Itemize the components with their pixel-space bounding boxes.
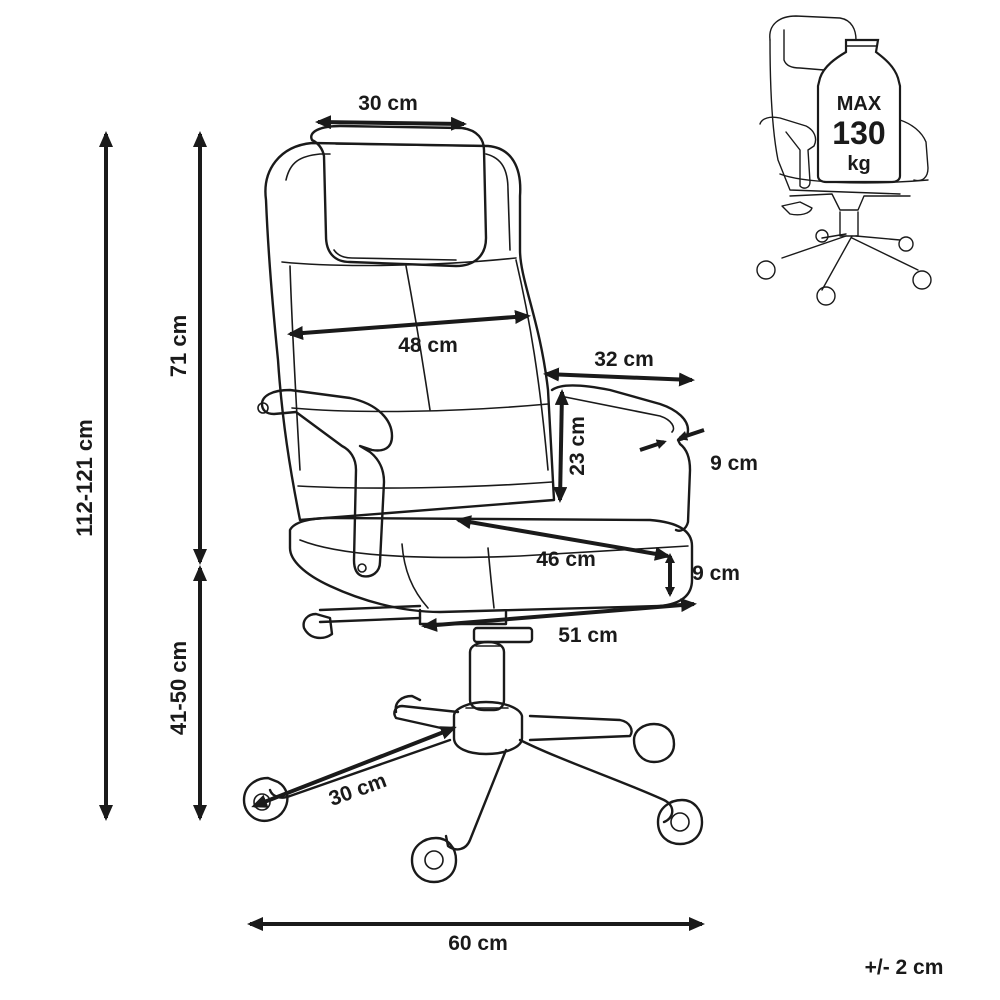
headrest-width-label: 30 cm bbox=[358, 92, 418, 115]
armrest-length-arrow bbox=[543, 367, 695, 387]
seat-depth-label: 46 cm bbox=[536, 548, 596, 571]
seat-width-label: 51 cm bbox=[558, 624, 618, 647]
backrest-height-label: 71 cm bbox=[166, 315, 191, 377]
seat-depth-arrow bbox=[455, 515, 671, 561]
seat-height-label: 41-50 cm bbox=[166, 641, 191, 735]
max-load-inset: MAX 130 kg bbox=[756, 15, 932, 306]
armrest-height-arrow bbox=[553, 389, 569, 503]
dimension-arrows bbox=[99, 115, 705, 931]
armrest-width-label: 9 cm bbox=[710, 452, 758, 475]
max-load-line2: 130 bbox=[832, 115, 885, 151]
armrest-height-label: 23 cm bbox=[566, 416, 589, 476]
armrest-width-arrow-left bbox=[639, 439, 667, 452]
seat-thickness-label: 9 cm bbox=[692, 562, 740, 585]
weight-bottle-icon bbox=[816, 38, 902, 184]
chair-drawing bbox=[242, 124, 704, 884]
total-height-label: 112-121 cm bbox=[72, 419, 97, 536]
headrest-width-arrow bbox=[315, 115, 467, 131]
seat-width-arrow bbox=[421, 598, 697, 632]
dimension-labels: 30 cm 48 cm 112-121 cm 71 cm 41-50 cm 32… bbox=[72, 92, 943, 979]
caster-right-back bbox=[632, 722, 676, 764]
armrest-length-label: 32 cm bbox=[594, 348, 654, 371]
backrest-width-label: 48 cm bbox=[398, 334, 458, 357]
caster-right-front bbox=[656, 798, 704, 846]
caster-back bbox=[394, 694, 422, 714]
max-load-line1: MAX bbox=[837, 93, 882, 115]
armrest-width-arrow-right bbox=[677, 428, 705, 441]
tolerance-label: +/- 2 cm bbox=[865, 956, 944, 979]
base-width-label: 60 cm bbox=[448, 932, 508, 955]
backrest-width-arrow bbox=[287, 310, 531, 340]
caster-front bbox=[410, 836, 458, 884]
max-load-line3: kg bbox=[847, 153, 870, 175]
leg-length-arrow bbox=[251, 726, 457, 808]
